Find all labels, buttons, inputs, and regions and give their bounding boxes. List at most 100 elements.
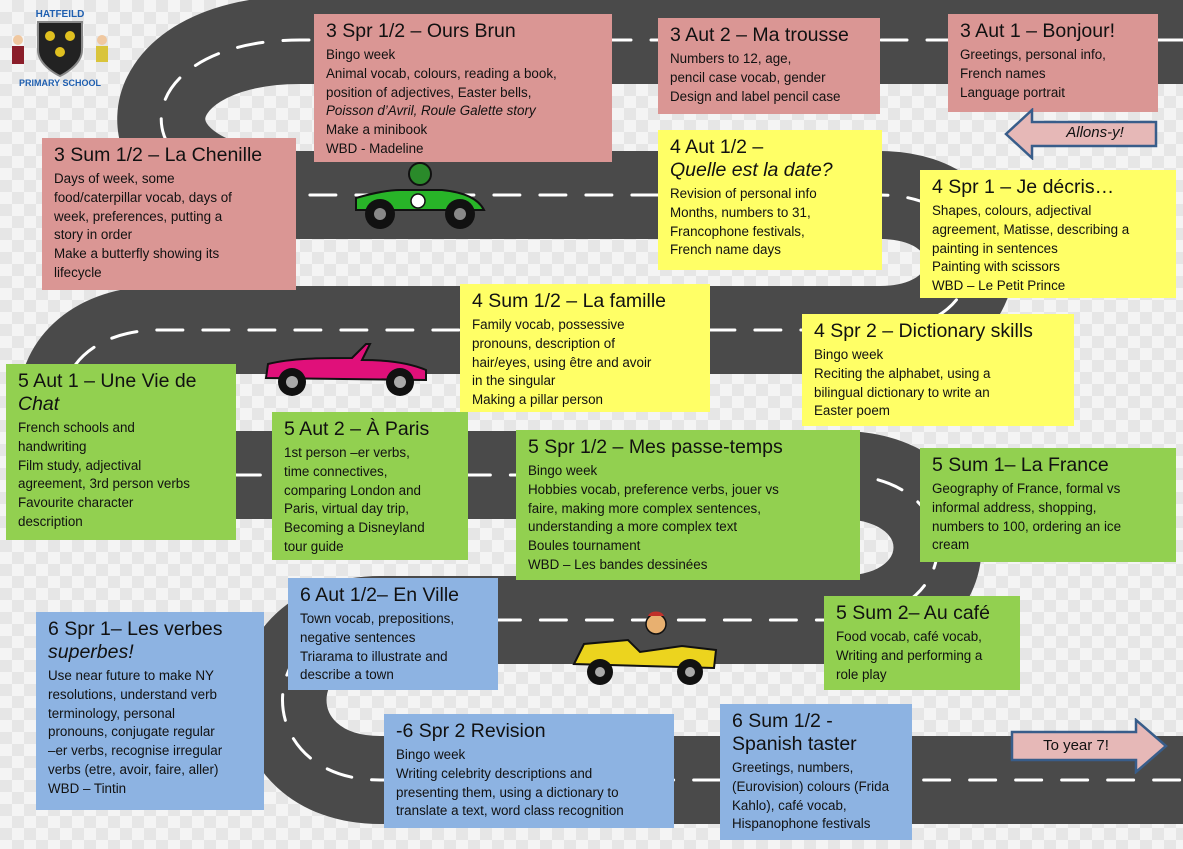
- unit-detail: Poisson d’Avril, Roule Galette story: [326, 103, 536, 119]
- unit-detail: in the singular: [472, 373, 556, 389]
- unit-detail: Becoming a Disneyland: [284, 520, 425, 536]
- unit-detail: hair/eyes, using être and avoir: [472, 354, 652, 370]
- allons-y-label: Allons-y!: [1066, 124, 1124, 141]
- green-racing-car-icon: [355, 162, 486, 229]
- unit-detail: tour guide: [284, 538, 344, 554]
- unit-title: -6 Spr 2 Revision: [396, 720, 546, 742]
- unit-detail: week, preferences, putting a: [54, 208, 223, 224]
- unit-card-y5-sum1: 5 Sum 1– La France Geography of France, …: [920, 448, 1176, 562]
- unit-detail: negative sentences: [300, 629, 416, 645]
- unit-title: 3 Aut 2 – Ma trousse: [670, 24, 849, 46]
- unit-detail: numbers to 100, ordering an ice: [932, 518, 1122, 534]
- unit-detail: faire, making more complex sentences,: [528, 500, 761, 516]
- unit-title: 5 Spr 1/2 – Mes passe-temps: [528, 436, 783, 458]
- unit-detail: food/caterpillar vocab, days of: [54, 189, 232, 205]
- unit-detail: Make a minibook: [326, 122, 428, 138]
- unit-detail: Make a butterfly showing its: [54, 246, 220, 262]
- unit-detail: role play: [836, 666, 887, 682]
- unit-detail: Bingo week: [814, 347, 884, 362]
- unit-detail: Favourite character: [18, 495, 134, 511]
- unit-title: 5 Aut 2 – À Paris: [284, 418, 430, 440]
- pink-convertible-car-icon: [264, 343, 427, 396]
- unit-detail: Numbers to 12, age,: [670, 51, 792, 66]
- unit-detail: Hobbies vocab, preference verbs, jouer v…: [528, 481, 779, 497]
- unit-card-y3-aut1: 3 Aut 1 – Bonjour! Greetings, personal i…: [948, 14, 1158, 112]
- logo-school-name: HATFEILD: [36, 9, 85, 20]
- unit-detail: Greetings, personal info,: [960, 47, 1106, 62]
- unit-detail: pronouns, conjugate regular: [48, 724, 215, 740]
- unit-detail: Greetings, numbers,: [732, 760, 854, 775]
- school-logo-icon: HATFEILD PRIMARY SCHOOL: [4, 6, 116, 90]
- unit-detail: Language portrait: [960, 84, 1065, 100]
- unit-detail: 1st person –er verbs,: [284, 445, 410, 460]
- unit-detail: Kahlo), café vocab,: [732, 797, 847, 813]
- unit-detail: Boules tournament: [528, 538, 641, 554]
- unit-title: 4 Sum 1/2 – La famille: [472, 290, 667, 312]
- unit-detail: informal address, shopping,: [932, 499, 1097, 515]
- unit-title-line2: Chat: [18, 393, 60, 415]
- unit-detail: describe a town: [300, 667, 394, 683]
- allons-y-arrow-icon: [1004, 108, 1158, 160]
- unit-title: 5 Sum 2– Au café: [836, 602, 990, 624]
- unit-card-y6-aut: 6 Aut 1/2– En Ville Town vocab, preposit…: [288, 578, 498, 690]
- unit-detail: presenting them, using a dictionary to: [396, 784, 619, 800]
- unit-detail: Design and label pencil case: [670, 88, 841, 104]
- yellow-cartoon-car-icon: [572, 611, 718, 685]
- unit-title: 4 Spr 2 – Dictionary skills: [814, 320, 1033, 342]
- unit-title: 5 Aut 1 – Une Vie de: [18, 370, 197, 392]
- unit-detail: Bingo week: [396, 747, 466, 762]
- unit-detail: Film study, adjectival: [18, 457, 142, 473]
- unit-detail: agreement, 3rd person verbs: [18, 476, 190, 492]
- to-year-7-arrow-icon: [1010, 718, 1168, 774]
- unit-title: 3 Aut 1 – Bonjour!: [960, 20, 1116, 42]
- unit-title-line2: superbes!: [48, 641, 134, 663]
- unit-detail: translate a text, word class recognition: [396, 803, 624, 819]
- unit-detail: Shapes, colours, adjectival: [932, 203, 1092, 218]
- unit-title: 6 Spr 1– Les verbes: [48, 618, 223, 640]
- unit-detail: WBD – Tintin: [48, 780, 127, 796]
- unit-detail: Months, numbers to 31,: [670, 204, 811, 220]
- unit-detail: bilingual dictionary to write an: [814, 384, 990, 400]
- unit-title: 6 Aut 1/2– En Ville: [300, 584, 460, 606]
- unit-detail: time connectives,: [284, 463, 388, 479]
- unit-detail: Bingo week: [528, 463, 598, 478]
- unit-detail: Town vocab, prepositions,: [300, 611, 455, 626]
- unit-detail: Use near future to make NY: [48, 668, 214, 683]
- logo-school-subtitle: PRIMARY SCHOOL: [19, 78, 102, 88]
- unit-detail: French names: [960, 65, 1046, 81]
- unit-card-y5-aut1: 5 Aut 1 – Une Vie de Chat French schools…: [6, 364, 236, 540]
- unit-card-y4-spr1: 4 Spr 1 – Je décris… Shapes, colours, ad…: [920, 170, 1176, 298]
- unit-title: 4 Aut 1/2 –: [670, 136, 764, 158]
- unit-title: 6 Sum 1/2 -: [732, 710, 833, 732]
- unit-detail: comparing London and: [284, 482, 421, 498]
- unit-detail: terminology, personal: [48, 705, 176, 721]
- unit-card-y5-spr: 5 Spr 1/2 – Mes passe-temps Bingo week H…: [516, 430, 860, 580]
- unit-detail: Making a pillar person: [472, 392, 603, 408]
- unit-detail: handwriting: [18, 438, 87, 454]
- unit-detail: Food vocab, café vocab,: [836, 629, 982, 644]
- unit-detail: resolutions, understand verb: [48, 686, 217, 702]
- unit-title: 5 Sum 1– La France: [932, 454, 1109, 476]
- unit-detail: understanding a more complex text: [528, 519, 738, 535]
- unit-detail: verbs (etre, avoir, faire, aller): [48, 761, 219, 777]
- unit-detail: Francophone festivals,: [670, 223, 805, 239]
- unit-title-line2: Quelle est la date?: [670, 159, 833, 181]
- unit-detail: Animal vocab, colours, reading a book,: [326, 65, 557, 81]
- unit-detail: Painting with scissors: [932, 259, 1061, 275]
- unit-detail: Days of week, some: [54, 171, 175, 186]
- unit-detail: Writing celebrity descriptions and: [396, 765, 593, 781]
- unit-detail: WBD – Le Petit Prince: [932, 278, 1066, 294]
- unit-title: 4 Spr 1 – Je décris…: [932, 176, 1115, 198]
- unit-card-y6-spr1: 6 Spr 1– Les verbes superbes! Use near f…: [36, 612, 264, 810]
- unit-detail: WBD - Madeline: [326, 140, 424, 156]
- unit-card-y6-spr2: -6 Spr 2 Revision Bingo week Writing cel…: [384, 714, 674, 828]
- to-year-7-label: To year 7!: [1043, 737, 1109, 754]
- unit-card-y4-spr2: 4 Spr 2 – Dictionary skills Bingo week R…: [802, 314, 1074, 426]
- unit-title: 3 Spr 1/2 – Ours Brun: [326, 20, 516, 42]
- unit-detail: position of adjectives, Easter bells,: [326, 84, 532, 100]
- unit-detail: Geography of France, formal vs: [932, 481, 1121, 496]
- unit-detail: Family vocab, possessive: [472, 317, 625, 332]
- unit-card-y5-sum2: 5 Sum 2– Au café Food vocab, café vocab,…: [824, 596, 1020, 690]
- unit-detail: Easter poem: [814, 403, 890, 419]
- unit-detail: Triarama to illustrate and: [300, 648, 448, 664]
